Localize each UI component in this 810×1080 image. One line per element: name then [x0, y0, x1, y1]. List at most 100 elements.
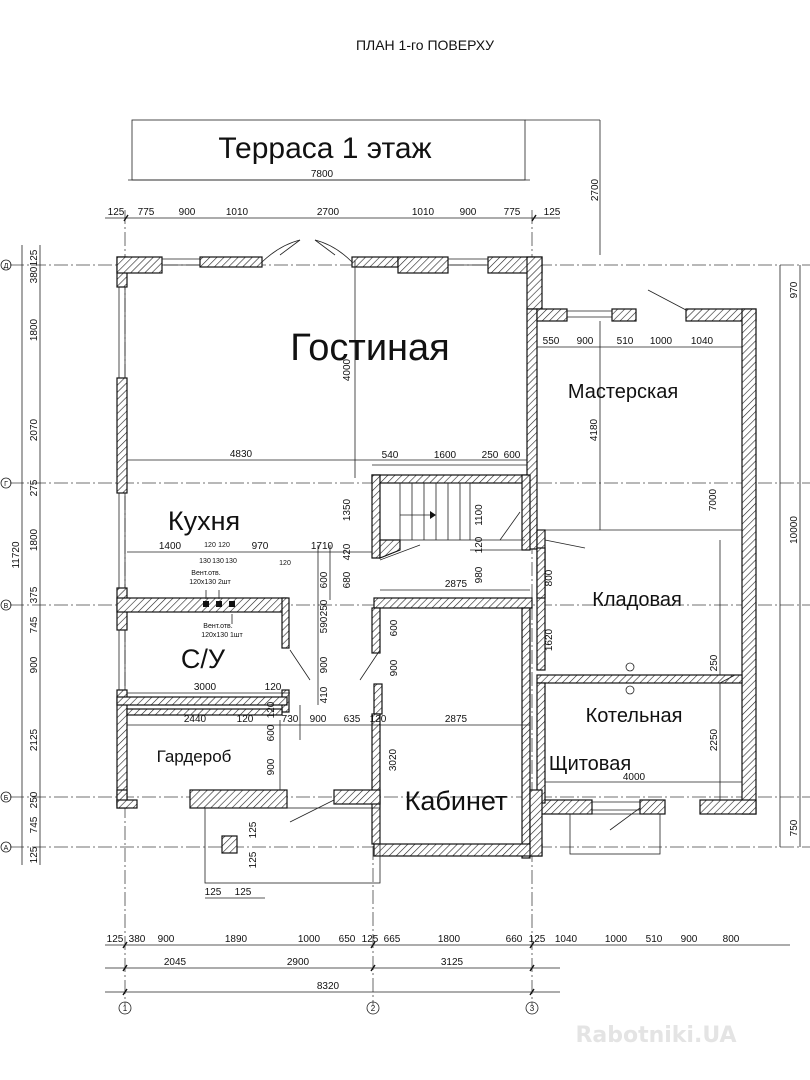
dim-bottom-mid-2: 3125 — [441, 957, 464, 968]
dim-600-b: 600 — [389, 619, 400, 636]
dim-kitchen-680: 680 — [342, 571, 353, 588]
dim-top-8: 125 — [544, 207, 561, 218]
room-storage-label: Кладовая — [592, 589, 682, 611]
dim-kitchen-0: 1400 — [159, 541, 182, 552]
dims-column: 125 125 125 125 — [205, 821, 265, 899]
dim-chain-right: 970 7000 750 10000 — [708, 265, 801, 847]
note-vent-b-line2: 120х130 1шт — [201, 632, 243, 639]
dim-120-a: 120 — [265, 682, 282, 693]
dim-workshop-3: 1000 — [650, 336, 673, 347]
dim-bottom-total: 8320 — [317, 981, 340, 992]
dim-right-total: 10000 — [789, 516, 800, 544]
dim-top-5: 1010 — [412, 207, 435, 218]
dim-bottom-8: 1800 — [438, 934, 461, 945]
room-office-label: Кабинет — [405, 786, 508, 816]
construction-lines — [127, 239, 742, 884]
room-wardrobe-label: Гардероб — [157, 747, 232, 766]
dim-2875-a: 2875 — [445, 579, 468, 590]
dim-kitchen-4: 1710 — [311, 541, 334, 552]
dim-left-6: 375 — [29, 586, 40, 603]
dim-bottom-10: 125 — [529, 934, 546, 945]
dim-bottom-5: 650 — [339, 934, 356, 945]
dim-stair-3: 600 — [504, 450, 521, 461]
dim-chain-top: 125 775 900 1010 2700 1010 900 775 125 — [105, 207, 561, 222]
room-terrace-label: Терраса 1 этаж — [218, 132, 431, 165]
dim-top-2: 900 — [179, 207, 196, 218]
dim-stair-120: 120 — [474, 536, 485, 553]
dim-900-b: 900 — [389, 659, 400, 676]
dims-workshop: 550 900 510 1000 1040 4180 250 2250 4000 — [537, 336, 742, 783]
dim-stair-2: 250 — [482, 450, 499, 461]
dim-left-10: 250 — [29, 791, 40, 808]
dim-lower-3: 900 — [310, 714, 327, 725]
dim-terrace-width: 7800 — [311, 169, 334, 180]
dim-workshop-0: 550 — [543, 336, 560, 347]
dim-left-5: 1800 — [29, 528, 40, 551]
axis-col-3: 3 — [530, 1004, 535, 1013]
dim-right-2: 750 — [789, 819, 800, 836]
dim-vent-0: 130 — [199, 558, 211, 565]
dim-bottom-13: 510 — [646, 934, 663, 945]
dim-kitchen-1: 120 — [204, 542, 216, 549]
dim-col-125-d: 125 — [235, 887, 252, 898]
dim-living-width: 4830 — [230, 449, 253, 460]
dims-kitchen: 1400 120 120 970 1710 130 130 130 120 Ве… — [127, 541, 372, 639]
dim-workshop-1: 900 — [577, 336, 594, 347]
room-labels: Гостиная Кухня С/У Гардероб Мастерская К… — [157, 327, 683, 816]
axis-row-markers: Д Г В Б А — [0, 259, 12, 853]
room-electrical-label: Щитовая — [549, 753, 631, 775]
dim-col-125-b: 125 — [248, 851, 259, 868]
dim-3000: 3000 — [194, 682, 217, 693]
dim-left-4: 275 — [29, 479, 40, 496]
room-bathroom-label: С/У — [181, 644, 226, 674]
dim-electrical-4000: 4000 — [623, 772, 646, 783]
dim-workshop-2: 510 — [617, 336, 634, 347]
dim-bottom-7: 665 — [384, 934, 401, 945]
dim-left-12: 125 — [29, 846, 40, 863]
dims-lower-chain: 2440 120 730 900 635 120 2875 600 120 90… — [127, 701, 530, 775]
dim-3020: 3020 — [388, 748, 399, 771]
axis-row-a: А — [4, 845, 9, 852]
dim-stair-0: 540 — [382, 450, 399, 461]
dim-vent-1: 130 — [212, 558, 224, 565]
axis-col-1: 1 — [123, 1004, 128, 1013]
dim-top-0: 125 — [108, 207, 125, 218]
plan-title: ПЛАН 1-го ПОВЕРХУ — [356, 37, 494, 53]
dim-kitchen-600: 600 — [319, 571, 330, 588]
dim-kitchen-590: 590 — [319, 616, 330, 633]
dim-boiler-2250: 2250 — [709, 728, 720, 751]
dim-kitchen-2: 120 — [218, 542, 230, 549]
dim-boiler-250: 250 — [709, 654, 720, 671]
axis-row-b: Б — [4, 795, 9, 802]
dim-800: 800 — [544, 569, 555, 586]
axis-row-v: В — [4, 603, 9, 610]
room-kitchen-label: Кухня — [168, 506, 240, 536]
dim-bottom-12: 1000 — [605, 934, 628, 945]
dim-900-a: 900 — [319, 656, 330, 673]
dim-left-11: 745 — [29, 816, 40, 833]
dim-chain-bottom: 125 380 900 1890 1000 650 125 665 1800 6… — [105, 934, 790, 996]
dim-bottom-2: 900 — [158, 934, 175, 945]
dim-bottom-4: 1000 — [298, 934, 321, 945]
dim-bottom-mid-0: 2045 — [164, 957, 187, 968]
dim-600-c: 600 — [266, 724, 277, 741]
note-vent-a-line1: Вент.отв. — [191, 570, 220, 577]
dim-bottom-15: 800 — [723, 934, 740, 945]
axis-col-2: 2 — [371, 1004, 376, 1013]
note-vent-a-line2: 120х130 2шт — [189, 579, 231, 586]
dim-lower-4: 635 — [344, 714, 361, 725]
dim-lower-0: 2440 — [184, 714, 207, 725]
dim-stair-1350: 1350 — [342, 498, 353, 521]
room-workshop-label: Мастерская — [568, 381, 678, 403]
dim-chain-left: 125 380 1800 2070 275 1800 375 745 900 2… — [11, 245, 41, 865]
dim-top-7: 775 — [504, 207, 521, 218]
dim-living-depth: 4000 — [342, 358, 353, 381]
dim-workshop-depth: 4180 — [589, 418, 600, 441]
terrace: Терраса 1 этаж 7800 2700 — [128, 119, 601, 255]
dim-120-b: 120 — [266, 701, 277, 718]
dim-bottom-11: 1040 — [555, 934, 578, 945]
dim-left-2: 1800 — [29, 318, 40, 341]
dim-left-8: 900 — [29, 656, 40, 673]
watermark: Rabotniki.UA — [575, 1023, 736, 1048]
